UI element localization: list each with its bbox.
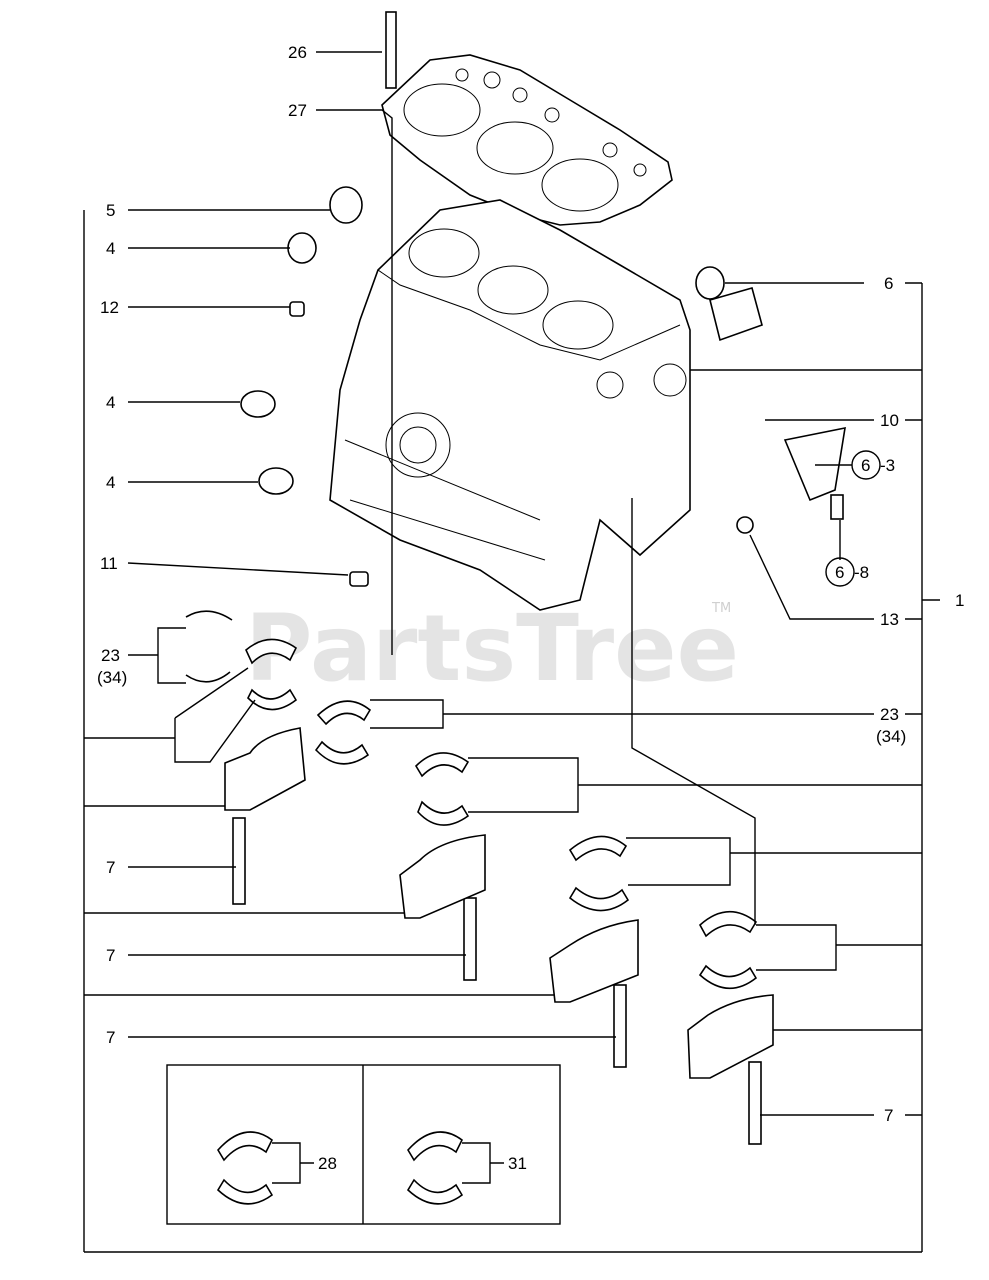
callout-4-bottom: 4 <box>106 473 115 492</box>
callout-4-middle: 4 <box>106 393 115 412</box>
watermark-trademark: TM <box>711 601 731 616</box>
callout-6-3-suffix: -3 <box>880 456 895 475</box>
callout-6-3-number: 6 <box>861 456 870 475</box>
main-bearings <box>185 610 774 1079</box>
callout-1: 1 <box>955 591 964 610</box>
cover-6-3 <box>783 426 846 502</box>
callout-6-8-suffix: -8 <box>854 563 869 582</box>
callout-26: 26 <box>288 43 307 62</box>
callout-7-first: 7 <box>106 858 115 877</box>
callout-31: 31 <box>508 1154 527 1173</box>
callout-34-left: (34) <box>97 668 127 687</box>
callout-5: 5 <box>106 201 115 220</box>
callout-6: 6 <box>884 274 893 293</box>
callout-27: 27 <box>288 101 307 120</box>
callout-13: 13 <box>880 610 899 629</box>
bolts <box>232 11 844 1145</box>
callout-7-fourth: 7 <box>884 1106 893 1125</box>
bushing-10 <box>709 287 763 342</box>
head-gasket <box>381 54 673 226</box>
callout-10: 10 <box>880 411 899 430</box>
expansion-plugs <box>240 186 754 587</box>
left-bracket <box>83 210 922 1253</box>
watermark-text: PartsTree <box>245 595 739 702</box>
callout-6-8-number: 6 <box>835 563 844 582</box>
callout-23-left: 23 <box>101 646 120 665</box>
callout-7-third: 7 <box>106 1028 115 1047</box>
callout-12: 12 <box>100 298 119 317</box>
circle-callouts <box>825 450 881 587</box>
inset-boxes <box>166 1064 561 1225</box>
callout-7-second: 7 <box>106 946 115 965</box>
right-bracket <box>578 282 940 1252</box>
leader-lines <box>127 51 874 1116</box>
callout-11: 11 <box>100 554 118 573</box>
callout-28: 28 <box>318 1154 337 1173</box>
cylinder-block <box>329 199 691 611</box>
callout-4-top: 4 <box>106 239 115 258</box>
callout-23-right: 23 <box>880 705 899 724</box>
callout-34-right: (34) <box>876 727 906 746</box>
